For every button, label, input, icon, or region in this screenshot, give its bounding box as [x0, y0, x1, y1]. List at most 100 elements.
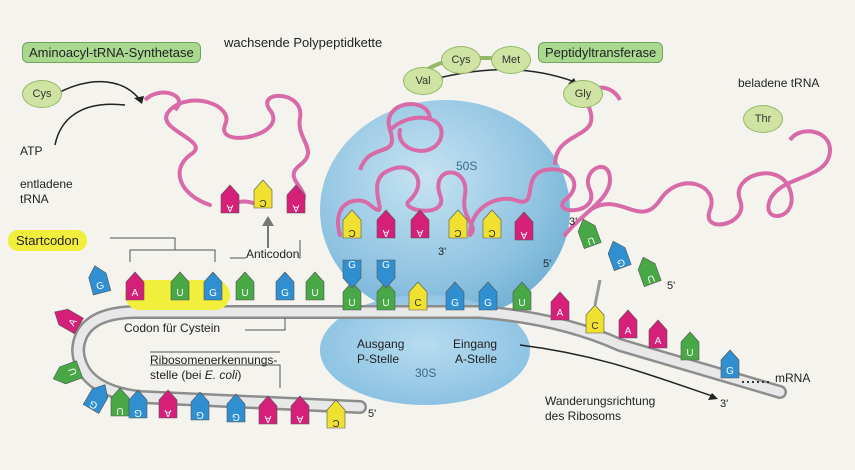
base-shape: [607, 240, 632, 271]
nucleotide-base: C: [326, 399, 346, 429]
base-shape: [52, 360, 83, 385]
base-letter: C: [454, 227, 461, 238]
nucleotide-base: A: [618, 309, 638, 339]
base-letter: A: [296, 413, 303, 424]
base-letter: U: [176, 288, 183, 299]
base-letter: G: [348, 260, 356, 271]
nucleotide-base: A: [376, 209, 396, 239]
nucleotide-base: U: [235, 271, 255, 301]
label-eingang: Eingang: [453, 337, 498, 351]
base-letter: G: [232, 411, 240, 422]
arrow-charged-down: [593, 279, 602, 306]
base-letter: A: [164, 407, 171, 418]
label-beladene-trna: beladene tRNA: [738, 76, 820, 90]
base-letter: U: [348, 298, 355, 309]
nucleotide-base: C: [448, 209, 468, 239]
base-letter: C: [591, 321, 598, 332]
base-shape: [637, 256, 662, 287]
nucleotide-base: A: [550, 291, 570, 321]
base-letter: A: [67, 317, 80, 329]
base-shape: [376, 281, 396, 311]
label-anticodon: Anticodon: [246, 247, 300, 262]
base-shape: [342, 281, 362, 311]
base-letter: U: [67, 366, 80, 377]
base-shape: [342, 259, 362, 289]
nucleotide-base: C: [342, 209, 362, 239]
base-shape: [410, 209, 430, 239]
trna-discharged: [164, 93, 310, 209]
label-aminoacyl-synthetase: Aminoacyl-tRNA-Synthetase: [22, 42, 201, 63]
base-letter: G: [95, 280, 106, 293]
label-ribosome-recognition-1: Ribosomenerkennungs-: [150, 353, 278, 367]
base-letter: C: [332, 417, 339, 428]
label-wanderung-2: des Ribosoms: [545, 409, 622, 423]
base-letter: G: [382, 260, 390, 271]
aa-val: Val: [403, 67, 443, 95]
label-peptidyltransferase: Peptidyltransferase: [538, 42, 664, 63]
base-letter: C: [348, 227, 355, 238]
nucleotide-base: U: [577, 218, 602, 249]
nucleotide-base: U: [376, 281, 396, 311]
nucleotide-base: G: [275, 271, 295, 301]
base-shape: [253, 179, 273, 209]
arrow-atp: [54, 103, 126, 146]
base-letter: C: [488, 227, 495, 238]
base-letter: U: [382, 298, 389, 309]
ribo-ecoli: E. coli: [204, 368, 238, 382]
base-shape: [286, 184, 306, 214]
base-letter: U: [646, 272, 657, 285]
base-letter: G: [484, 298, 492, 309]
base-letter: A: [292, 202, 299, 213]
nucleotide-base: A: [410, 209, 430, 239]
base-shape: [125, 271, 145, 301]
nucleotide-base: U: [52, 360, 83, 385]
base-shape: [190, 391, 210, 421]
base-letter: A: [520, 229, 527, 240]
base-letter: G: [281, 288, 289, 299]
base-letter: U: [241, 288, 248, 299]
base-letter: A: [382, 227, 389, 238]
nucleotide-base: U: [512, 281, 532, 311]
base-shape: [82, 384, 109, 414]
ribo-post: ): [237, 368, 242, 382]
base-letter: A: [557, 308, 564, 319]
base-letter: G: [726, 366, 734, 377]
nucleotide-base: G: [342, 259, 362, 289]
label-p-stelle: P-Stelle: [357, 352, 400, 366]
arrow-cys-to-trna: [59, 80, 141, 101]
base-shape: [235, 271, 255, 301]
base-shape: [618, 309, 638, 339]
label-30s: 30S: [415, 366, 437, 380]
base-letter: G: [134, 407, 142, 418]
nucleotide-base: G: [720, 349, 740, 379]
nucleotide-base: C: [253, 179, 273, 209]
prime-3-mrna: 3': [720, 398, 729, 410]
base-letter: G: [196, 409, 204, 420]
label-polypeptid: wachsende Polypeptidkette: [224, 35, 383, 50]
base-shape: [550, 291, 570, 321]
leader-codon-cys: [245, 318, 286, 331]
base-shape: [258, 395, 278, 425]
base-letter: U: [116, 405, 123, 416]
arrow-wanderung: [519, 344, 716, 398]
base-shape: [680, 331, 700, 361]
base-shape: [203, 271, 223, 301]
nucleotide-base: G: [203, 271, 223, 301]
aa-met: Met: [491, 46, 531, 74]
aa-cys: Cys: [441, 46, 481, 74]
nucleotide-base: U: [305, 271, 325, 301]
nucleotide-base: U: [680, 331, 700, 361]
base-letter: C: [414, 298, 421, 309]
base-shape: [512, 281, 532, 311]
label-atp: ATP: [20, 144, 43, 158]
label-trna-left: tRNA: [20, 192, 49, 206]
trna-a-site: [468, 165, 613, 237]
nucleotide-base: G: [445, 281, 465, 311]
nucleotide-base: A: [125, 271, 145, 301]
nucleotide-base: A: [258, 395, 278, 425]
nucleotide-base: G: [128, 389, 148, 419]
base-shape: [585, 304, 605, 334]
label-codon-cystein: Codon für Cystein: [124, 321, 221, 335]
nucleotide-base: U: [170, 271, 190, 301]
nucleotide-base: G: [88, 265, 112, 296]
